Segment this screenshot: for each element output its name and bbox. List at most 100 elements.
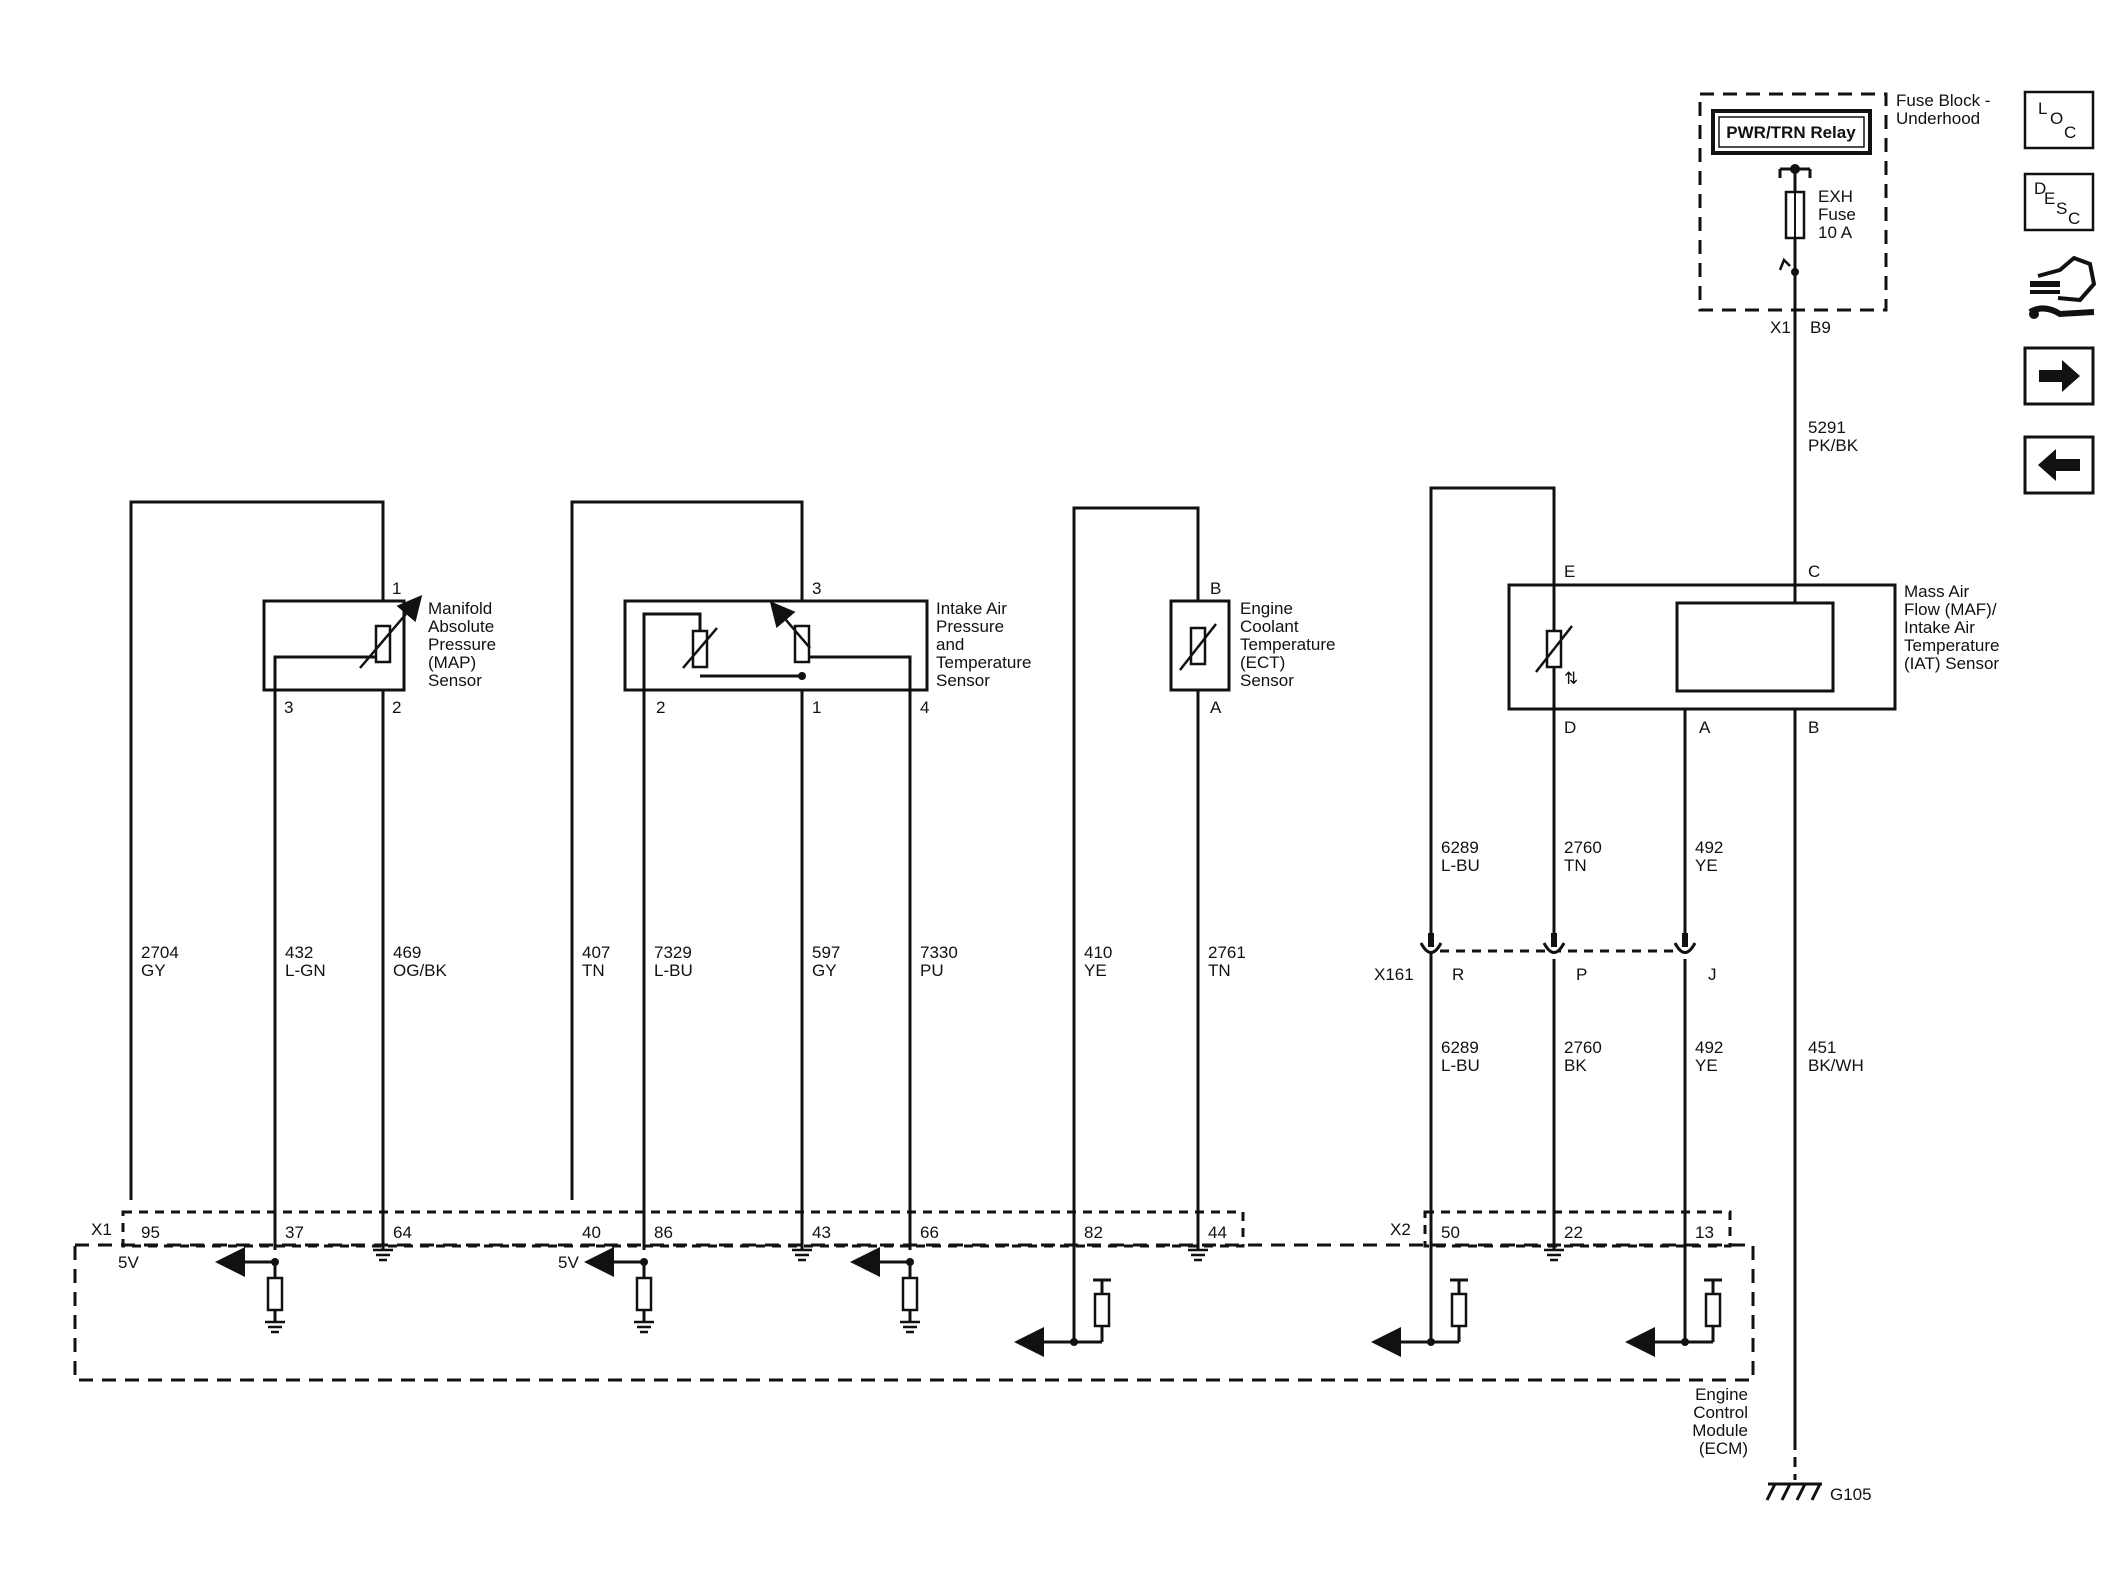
wire-circuit: 410: [1084, 943, 1112, 962]
maf-module-box: [1675, 601, 1835, 693]
ect-name-3: Temperature: [1240, 635, 1335, 654]
resistor-icon: [901, 1276, 919, 1312]
wire-color: YE: [1084, 961, 1107, 980]
iapt-pin-top: 3: [812, 579, 821, 598]
wire-circuit: 5291: [1808, 418, 1846, 437]
resistor-icon: [266, 1276, 284, 1312]
ecm-name-4: (ECM): [1699, 1439, 1748, 1458]
map-name-5: Sensor: [428, 671, 482, 690]
wire-circuit: 492: [1695, 1038, 1723, 1057]
location-button[interactable]: L O C: [2023, 90, 2095, 150]
ground-label: G105: [1830, 1485, 1872, 1504]
connector-tool-icon[interactable]: [2028, 255, 2097, 319]
ect-name-5: Sensor: [1240, 671, 1294, 690]
x161-label: X161: [1374, 965, 1414, 984]
wire-circuit: 432: [285, 943, 313, 962]
wire-color: BK: [1564, 1056, 1587, 1075]
ecm-5v-label: 5V: [558, 1253, 579, 1272]
maf-name-2: Flow (MAF)/: [1904, 600, 1997, 619]
maf-iat-sensor: ⇅ E C D A B Mass Air Flow (MAF)/ Intake …: [1507, 562, 1999, 737]
wire-circuit: 2760: [1564, 838, 1602, 857]
ect-pin-a: A: [1210, 698, 1222, 717]
variable-resistor-icon: [374, 624, 392, 664]
maf-pin-c: C: [1808, 562, 1820, 581]
wire-color: L-BU: [1441, 1056, 1480, 1075]
iapt-name-4: Temperature: [936, 653, 1031, 672]
maf-pin-e: E: [1564, 562, 1575, 581]
relay-label: PWR/TRN Relay: [1726, 123, 1856, 142]
wire-color: YE: [1695, 856, 1718, 875]
ecm: X1 X2 95 37 64 40 86 43 66 82 44 50 22 1…: [73, 1210, 1755, 1458]
ecm-pin: 40: [582, 1223, 601, 1242]
wire-color: PK/BK: [1808, 436, 1859, 455]
previous-arrow-button[interactable]: [2023, 435, 2095, 495]
wire-color: GY: [812, 961, 837, 980]
iapt-pin-2: 2: [656, 698, 665, 717]
ecm-pin: 95: [141, 1223, 160, 1242]
ect-name-4: (ECT): [1240, 653, 1285, 672]
wire-circuit: 6289: [1441, 1038, 1479, 1057]
wire-color: YE: [1695, 1056, 1718, 1075]
wire-labels: 2704 GY 432 L-GN 469 OG/BK 407 TN 7329 L…: [141, 418, 1864, 1075]
wire-color: PU: [920, 961, 944, 980]
ecm-connector-x1: X1: [91, 1220, 112, 1239]
iapt-pin-4: 4: [920, 698, 929, 717]
wire-circuit: 7330: [920, 943, 958, 962]
x161-pin-p: P: [1576, 965, 1587, 984]
map-pin-2: 2: [392, 698, 401, 717]
desc-letter: C: [2068, 209, 2080, 228]
ecm-pin: 43: [812, 1223, 831, 1242]
side-toolbar: L O C D E S C: [2023, 90, 2097, 495]
wire-circuit: 6289: [1441, 838, 1479, 857]
wire-circuit: 7329: [654, 943, 692, 962]
wire-color: GY: [141, 961, 166, 980]
ecm-pin: 37: [285, 1223, 304, 1242]
ecm-pin: 13: [1695, 1223, 1714, 1242]
ecm-pin: 50: [1441, 1223, 1460, 1242]
maf-name-4: Temperature: [1904, 636, 1999, 655]
map-pin-top: 1: [392, 579, 401, 598]
loc-letter: C: [2064, 123, 2076, 142]
fuse-pin: B9: [1810, 318, 1831, 337]
fuse-connector: X1: [1770, 318, 1791, 337]
wire-circuit: 2760: [1564, 1038, 1602, 1057]
maf-name-1: Mass Air: [1904, 582, 1970, 601]
x161-pin-r: R: [1452, 965, 1464, 984]
arrow-right-icon: [2039, 360, 2080, 392]
description-button[interactable]: D E S C: [2023, 172, 2095, 232]
wire-color: BK/WH: [1808, 1056, 1864, 1075]
x161-connector: X161 R P J: [1374, 933, 1717, 984]
ground-icon: [265, 1248, 1564, 1334]
wire-circuit: 407: [582, 943, 610, 962]
ect-pin-b: B: [1210, 579, 1221, 598]
ecm-pin: 22: [1564, 1223, 1583, 1242]
desc-letter: E: [2044, 189, 2055, 208]
loc-letter: O: [2050, 109, 2063, 128]
map-name-1: Manifold: [428, 599, 492, 618]
wire-circuit: 492: [1695, 838, 1723, 857]
ect-name-2: Coolant: [1240, 617, 1299, 636]
ecm-pin: 44: [1208, 1223, 1227, 1242]
maf-name-5: (IAT) Sensor: [1904, 654, 1999, 673]
loc-letter: L: [2038, 99, 2047, 118]
ect-sensor: B A Engine Coolant Temperature (ECT) Sen…: [1169, 579, 1335, 717]
x161-pin-j: J: [1708, 965, 1717, 984]
next-arrow-button[interactable]: [2023, 346, 2095, 406]
maf-pin-d: D: [1564, 718, 1576, 737]
wire-color: OG/BK: [393, 961, 448, 980]
ecm-pin: 86: [654, 1223, 673, 1242]
arrow-left-icon: [2038, 449, 2080, 481]
ecm-name-3: Module: [1692, 1421, 1748, 1440]
wire-circuit: 2704: [141, 943, 179, 962]
map-name-4: (MAP): [428, 653, 476, 672]
wire-color: TN: [1564, 856, 1587, 875]
maf-pin-b: B: [1808, 718, 1819, 737]
fuse-block-title-1: Fuse Block -: [1896, 91, 1990, 110]
wire-circuit: 597: [812, 943, 840, 962]
iapt-name-3: and: [936, 635, 964, 654]
wire-color: L-BU: [654, 961, 693, 980]
map-pin-3: 3: [284, 698, 293, 717]
iapt-sensor: 3 2 1 4 Intake Air Pressure and Temperat…: [623, 579, 1031, 717]
fuse-block: Fuse Block - Underhood PWR/TRN Relay EXH…: [1698, 91, 1990, 337]
